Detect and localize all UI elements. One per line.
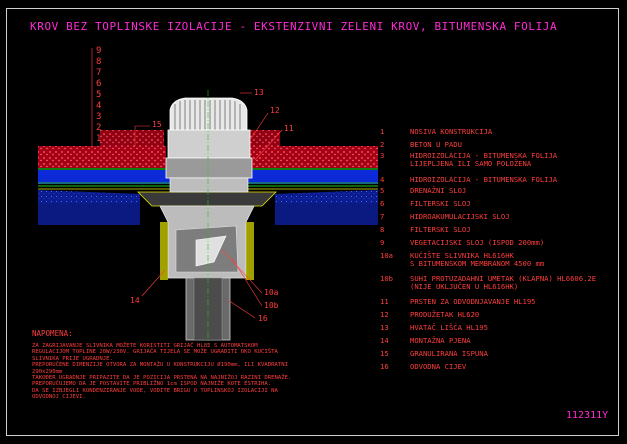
legend-text: HVATAČ LIŠĆA HL195: [410, 323, 488, 332]
scale-label-9: 9: [96, 46, 102, 56]
notes-heading: NAPOMENA:: [32, 329, 73, 338]
soil-layer-right: [250, 146, 378, 168]
leaf-catcher: [169, 97, 248, 131]
legend-number: 10a: [380, 251, 393, 260]
granular-fill-left: [100, 130, 164, 168]
scale-label-8: 8: [96, 57, 102, 67]
note-line: DA SE IZBJEGLI KONDENZIRANJE VODE, VODIT…: [32, 387, 278, 394]
callout-15: 15: [152, 120, 162, 129]
callout-11: 11: [284, 124, 294, 133]
legend-number: 1: [380, 127, 385, 136]
drawing-title: KROV BEZ TOPLINSKE IZOLACIJE - EKSTENZIV…: [30, 20, 558, 33]
legend-number: 5: [380, 186, 385, 195]
note-line: TAKOĐER UGRADNJE PRIPAZITE DA JE POZICIJ…: [32, 375, 292, 382]
load-bearing-left: [38, 203, 140, 225]
scale-label-1: 1: [96, 134, 102, 144]
anti-odour-flap: [195, 235, 227, 267]
drawing-code: 112311Y: [566, 410, 609, 421]
legend-text: FILTERSKI SLOJ: [410, 225, 471, 234]
legend-number: 12: [380, 310, 389, 319]
callout-12: 12: [270, 106, 280, 115]
legend-text: VEGETACIJSKI SLOJ (ISPOD 200mm): [410, 238, 545, 247]
legend-text: HIDROIZOLACIJA - BITUMENSKA FOLIJA: [410, 175, 558, 184]
callout-16: 16: [258, 314, 268, 323]
legend-text: NOSIVA KONSTRUKCIJA: [410, 127, 493, 136]
legend-number: 15: [380, 349, 389, 358]
legend-number: 14: [380, 336, 389, 345]
leaf-catcher-slots: [174, 100, 241, 130]
drainage-ring: [165, 157, 253, 179]
outlet-pipe-inner: [193, 277, 223, 341]
drain-flange: [137, 191, 277, 207]
legend-number: 11: [380, 297, 389, 306]
legend-text: PRSTEN ZA ODVODNJAVANJE HL195: [410, 297, 536, 306]
legend-number: 16: [380, 362, 389, 371]
legend-text: PRODUŽETAK HL620: [410, 310, 480, 319]
legend-text: BETON U PADU: [410, 140, 462, 149]
legend-text-line2: S BITUMENSKOM MEMBRANOM 4500 mm: [410, 259, 545, 268]
legend-number: 7: [380, 212, 385, 221]
leader-lines: [134, 92, 283, 319]
callout-10b: 10b: [264, 301, 279, 310]
ring-base: [169, 177, 249, 193]
callout-13: 13: [254, 88, 264, 97]
note-line: PREPORUČENE DIMENZIJE OTVORA ZA MONTAŽU …: [32, 362, 288, 369]
callout-10a: 10a: [264, 288, 279, 297]
legend-number: 6: [380, 199, 385, 208]
legend-number: 2: [380, 140, 385, 149]
mounting-foam-left: [160, 222, 168, 280]
scale-label-5: 5: [96, 90, 102, 100]
scale-label-6: 6: [96, 79, 102, 89]
legend-number: 4: [380, 175, 385, 184]
scale-label-4: 4: [96, 101, 102, 111]
legend-text: GRANULIRANA ISPUNA: [410, 349, 488, 358]
legend-text: FILTERSKI SLOJ: [410, 199, 471, 208]
scale-label-2: 2: [96, 123, 102, 133]
note-line: PREPORUČUJEMO DA JE POSTAVITE PRIBLIŽNO …: [32, 381, 272, 388]
mounting-foam-right: [246, 222, 254, 280]
extension-piece: [167, 129, 251, 159]
note-line: ODVODNOJ CIJEVI.: [32, 394, 86, 401]
note-line: REGULACIJOM TOPLINE 20W/230V. GRIJAČA TI…: [32, 349, 278, 356]
legend-number: 10b: [380, 274, 393, 283]
notes: ZA ZAGRIJAVANJE SLIVNIKA MOŽETE KORISTIT…: [32, 343, 352, 401]
legend-number: 8: [380, 225, 385, 234]
note-line: ZA ZAGRIJAVANJE SLIVNIKA MOŽETE KORISTIT…: [32, 343, 258, 349]
legend-text: DRENAŽNI SLOJ: [410, 186, 467, 195]
legend-number: 9: [380, 238, 385, 247]
note-line: SLIVNIKA PRIJE UGRADNJE.: [32, 355, 113, 362]
legend-number: 3: [380, 151, 385, 160]
note-line: 290x290mm: [32, 368, 63, 375]
drawing-frame: [6, 8, 619, 436]
legend-text: SUHI PROTUZADAHNI UMETAK (KLAPNA) HL6606…: [410, 274, 597, 283]
scale-label-7: 7: [96, 68, 102, 78]
legend-text: ODVODNA CIJEV: [410, 362, 467, 371]
legend-text: MONTAŽNA PJENA: [410, 336, 471, 345]
legend-text: HIDROIZOLACIJA - BITUMENSKA FOLIJA: [410, 151, 558, 160]
callout-14: 14: [130, 296, 140, 305]
legend-text-line2: LIJEPLJENA ILI SAMO POLOŽENA: [410, 159, 532, 168]
load-bearing-right: [275, 203, 378, 225]
legend-text: KUĆIŠTE SLIVNIKA HL616HK: [410, 251, 514, 260]
scale-label-3: 3: [96, 112, 102, 122]
legend-number: 13: [380, 323, 389, 332]
legend-text-line2: (NIJE UKLJUČEN U HL616HK): [410, 282, 519, 291]
legend-text: HIDROAKUMULACIJSKI SLOJ: [410, 212, 510, 221]
